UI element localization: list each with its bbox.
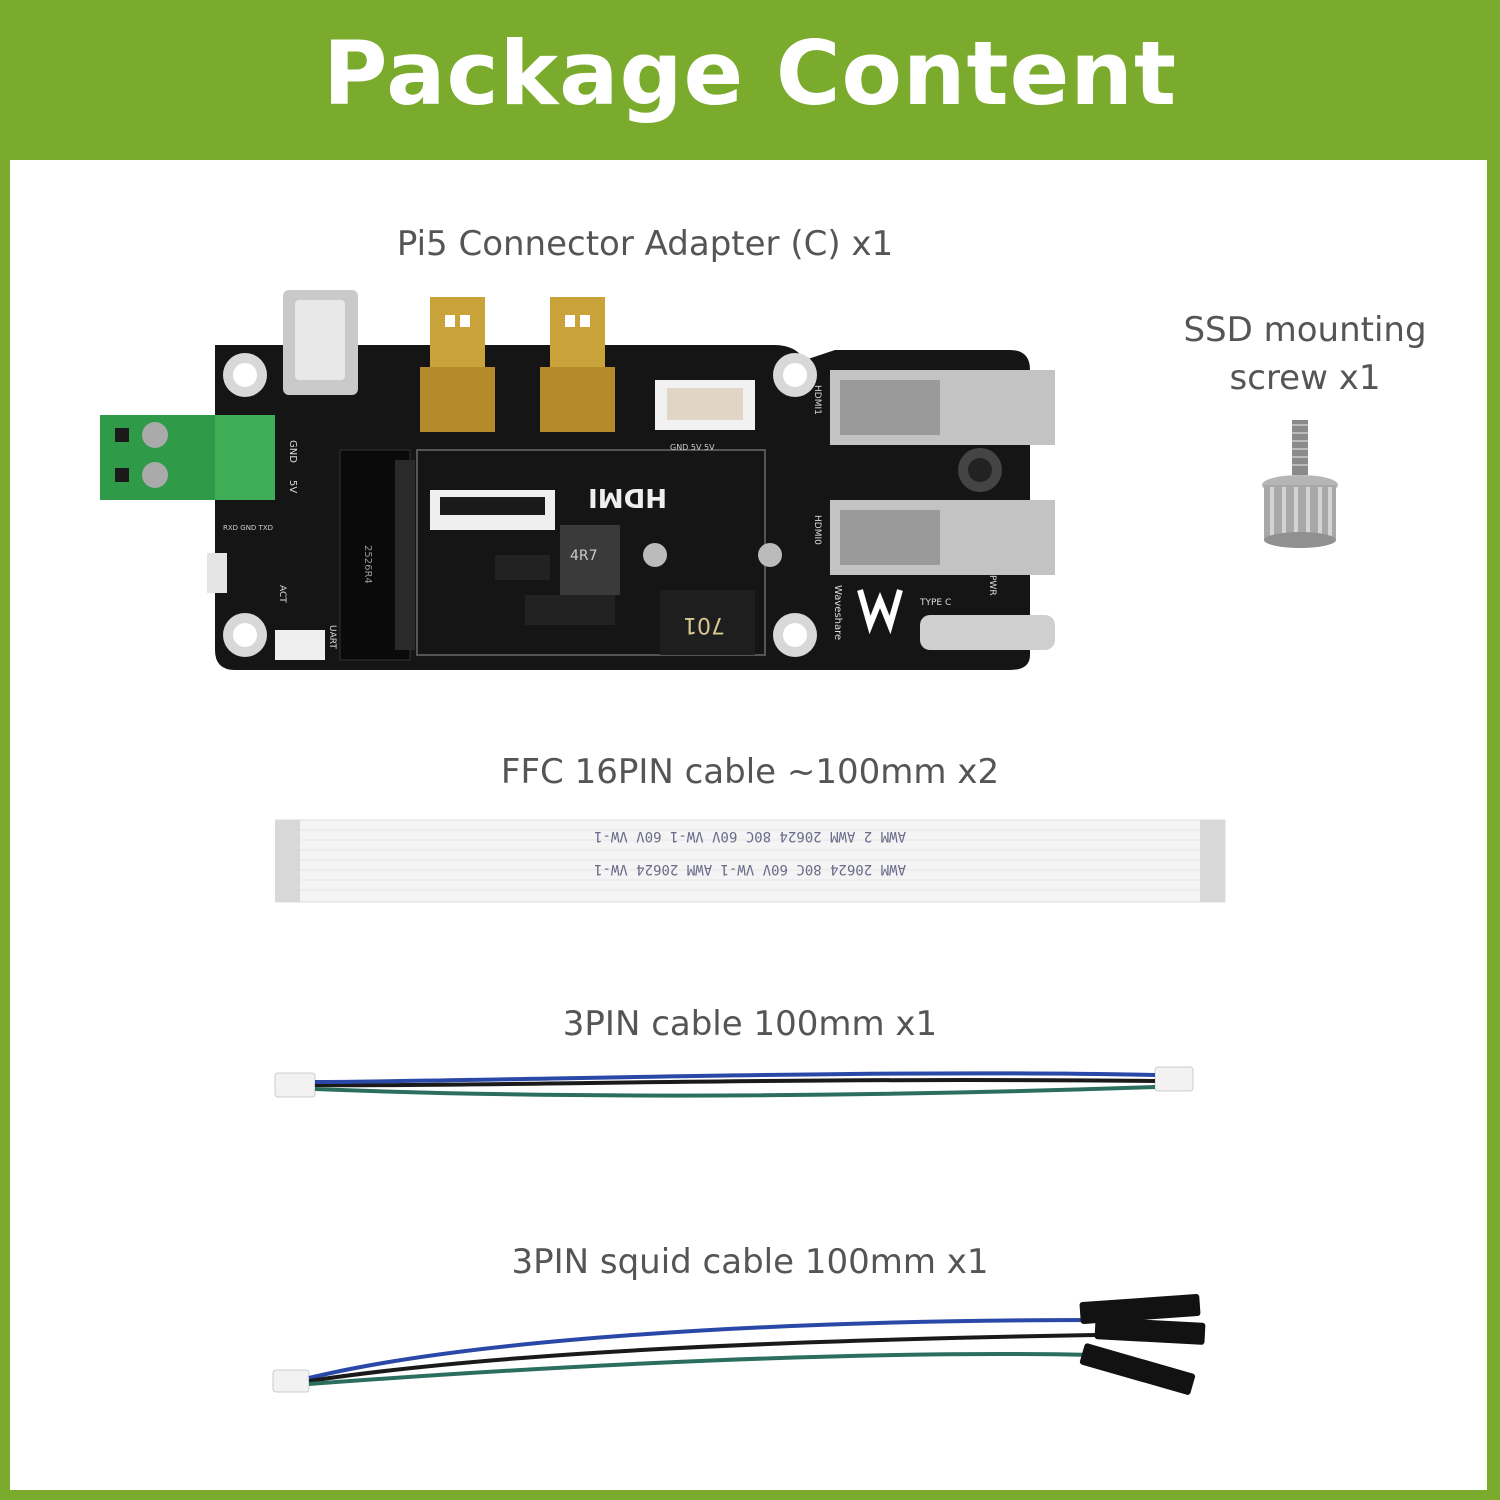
page-title: Package Content: [322, 22, 1178, 125]
silkscreen-hdmi: HDMI: [588, 482, 667, 512]
silkscreen-uart: UART: [327, 625, 337, 649]
silkscreen-5v: 5V: [287, 480, 298, 493]
silkscreen-hdmi0: HDMI0: [812, 515, 822, 545]
silkscreen-act: ACT: [277, 585, 287, 603]
silkscreen-701: 701: [683, 612, 725, 637]
ffc-cable-image: AWM 2 AWM 20624 80C 60V VW-1 60V VW-1 AW…: [275, 819, 1226, 903]
item-label-adapter: Pi5 Connector Adapter (C) x1: [396, 224, 894, 264]
waveshare-logo-icon: [857, 589, 903, 635]
silkscreen-type-c: TYPE C: [919, 598, 951, 608]
silkscreen-uart-pins: RXD GND TXD: [223, 524, 273, 532]
ffc-print-row1: AWM 2 AWM 20624 80C 60V VW-1 60V VW-1: [594, 828, 906, 844]
item-label-squid: 3PIN squid cable 100mm x1: [511, 1242, 989, 1282]
adapter-board-image: GND 5V ACT UART HDMI 4R7 701 2526R4 HDMI…: [100, 290, 1055, 670]
silkscreen-pwr: PWR: [987, 575, 997, 596]
item-label-screw: SSD mounting screw x1: [1183, 310, 1427, 398]
silkscreen-gnd: GND: [287, 440, 298, 463]
silkscreen-ssd: 2526R4: [362, 545, 373, 584]
ffc-print-row2: AWM 20624 80C 60V VW-1 AWM 20624 VW-1: [594, 861, 906, 877]
silkscreen-hdmi1: HDMI1: [812, 385, 822, 415]
silkscreen-brand: Waveshare: [832, 585, 843, 640]
silkscreen-fan-pins: GND 5V 5V: [670, 443, 715, 452]
silkscreen-4r7: 4R7: [570, 548, 598, 564]
ssd-screw-image: [1262, 420, 1338, 548]
3pin-cable-image: [274, 1066, 1194, 1098]
item-label-ffc: FFC 16PIN cable ~100mm x2: [500, 752, 1000, 792]
item-label-3pin: 3PIN cable 100mm x1: [562, 1004, 938, 1044]
squid-cable-image: [272, 1294, 1206, 1395]
